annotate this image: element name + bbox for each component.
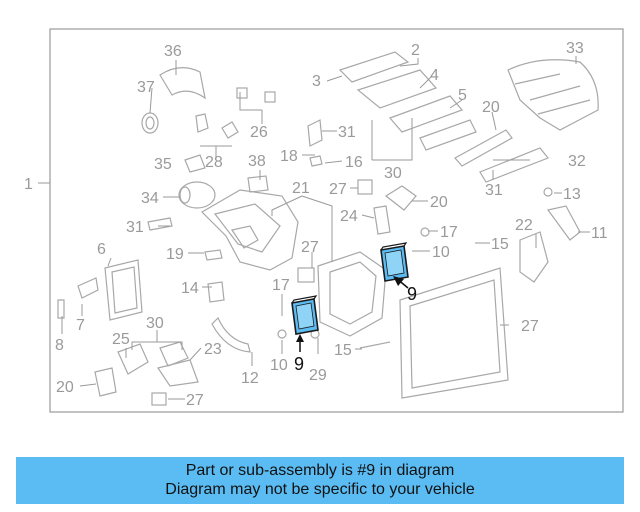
callout-26: 26: [250, 124, 268, 141]
evaporator-core-left: [291, 295, 319, 335]
callout-37: 37: [137, 79, 155, 96]
callout-31-right: 31: [485, 182, 503, 199]
callout-29: 29: [309, 367, 327, 384]
callout-32: 32: [568, 153, 586, 170]
fitment-caption-banner: Part or sub-assembly is #9 in diagram Di…: [16, 457, 624, 504]
callout-28: 28: [205, 154, 223, 171]
leader-lines: [61, 56, 590, 400]
callout-20-middle: 20: [430, 194, 448, 211]
callout-35: 35: [154, 156, 172, 173]
callout-15-right: 15: [491, 236, 509, 253]
callout-15-bottom: 15: [334, 342, 352, 359]
caption-line-2: Diagram may not be specific to your vehi…: [165, 481, 475, 498]
callout-27-middle: 27: [301, 239, 319, 256]
callout-1: 1: [24, 176, 33, 193]
callout-31-upper: 31: [338, 124, 356, 141]
callout-27-upper: 27: [329, 181, 347, 198]
callout-8: 8: [55, 337, 64, 354]
callout-31-left: 31: [126, 219, 144, 236]
callout-4: 4: [430, 67, 439, 84]
callout-30-lower: 30: [146, 315, 164, 332]
callout-19: 19: [166, 246, 184, 263]
callout-18: 18: [280, 148, 298, 165]
callout-36: 36: [164, 43, 182, 60]
callout-11: 11: [591, 225, 608, 242]
callout-5: 5: [458, 87, 467, 104]
caption-line-1: Part or sub-assembly is #9 in diagram: [185, 462, 455, 479]
evaporator-core-right: [380, 242, 409, 282]
callout-10-bottom: 10: [270, 357, 288, 374]
callout-14: 14: [181, 280, 199, 297]
callout-25: 25: [112, 331, 130, 348]
callout-17-left: 17: [272, 277, 290, 294]
highlighted-part-9: 9 9: [291, 242, 417, 374]
callout-20-upper-right: 20: [482, 99, 500, 116]
callout-38: 38: [248, 153, 266, 170]
callout-7: 7: [76, 317, 85, 334]
callout-9-right: 9: [407, 284, 417, 304]
callout-10-right: 10: [432, 244, 450, 261]
callout-20-bottom: 20: [56, 379, 74, 396]
callout-16: 16: [345, 154, 363, 171]
diagram-frame: [49, 28, 624, 413]
callout-33: 33: [566, 40, 584, 57]
callout-12: 12: [241, 370, 259, 387]
part-outlines: [57, 51, 599, 406]
callout-6: 6: [97, 241, 106, 258]
callout-21: 21: [292, 180, 310, 197]
callout-23: 23: [204, 341, 222, 358]
callout-3: 3: [312, 73, 321, 90]
callout-9-left: 9: [294, 354, 304, 374]
callout-2: 2: [411, 42, 420, 59]
callout-34: 34: [141, 190, 159, 207]
callout-13: 13: [563, 186, 581, 203]
callout-17-right: 17: [440, 224, 458, 241]
parts-diagram: 1: [24, 28, 624, 413]
callout-24: 24: [340, 208, 358, 225]
callout-30-upper: 30: [384, 165, 402, 182]
callout-labels: 2 3 4 5 6 7 8 10 10 11 12 13 14 15 15 16…: [55, 40, 608, 409]
callout-27-bottom: 27: [186, 392, 204, 409]
callout-27-right: 27: [521, 318, 539, 335]
callout-22: 22: [515, 217, 533, 234]
